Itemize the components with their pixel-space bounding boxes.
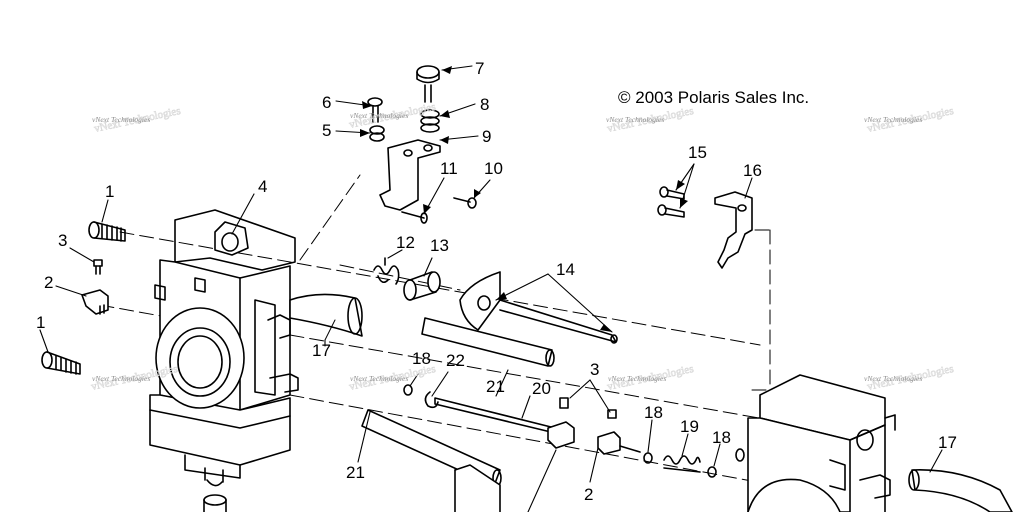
copyright-notice: © 2003 Polaris Sales Inc. — [618, 88, 809, 107]
callout-layer: 7 6 8 5 9 11 10 1 4 3 2 12 13 14 15 16 1… — [36, 59, 957, 504]
callout-6: 6 — [322, 93, 331, 112]
callout-12: 12 — [396, 233, 415, 252]
watermark-text: vNext Technologies — [606, 115, 664, 124]
left-carburetor — [149, 209, 299, 512]
watermark-text: vNext Technologies — [92, 115, 150, 124]
part-20-shaft — [434, 397, 556, 434]
part-1-upper-screw — [88, 221, 126, 242]
part-15-screws — [657, 186, 685, 218]
callout-18-b: 18 — [644, 403, 663, 422]
callout-4: 4 — [258, 177, 267, 196]
part-4-cap — [214, 221, 249, 256]
part-16-bracket — [714, 191, 753, 269]
callout-20: 20 — [532, 379, 551, 398]
callout-9: 9 — [482, 127, 491, 146]
part-18-washer-a — [403, 384, 413, 396]
watermark-text: vNext Technologies — [92, 374, 150, 383]
part-7-knob — [416, 65, 440, 103]
callout-21-upper: 21 — [486, 377, 505, 396]
part-center-linkage — [547, 397, 641, 455]
part-18-washer-c — [707, 466, 717, 478]
callout-17-right: 17 — [938, 433, 957, 452]
callout-11: 11 — [440, 159, 458, 178]
callout-5: 5 — [322, 121, 331, 140]
callout-19: 19 — [680, 417, 699, 436]
part-18-washer-b — [643, 452, 653, 464]
callout-10: 10 — [484, 159, 503, 178]
callout-14: 14 — [556, 260, 575, 279]
part-21-upper-rod — [421, 317, 555, 367]
part-3-left-screw — [93, 259, 103, 275]
callout-8: 8 — [480, 95, 489, 114]
callout-21-lower: 21 — [346, 463, 365, 482]
callout-13: 13 — [430, 236, 449, 255]
callout-7: 7 — [475, 59, 484, 78]
part-17-left-hose — [289, 293, 363, 341]
part-17-right-hose — [908, 469, 1013, 512]
callout-2-center: 2 — [584, 485, 593, 504]
part-8-spring — [420, 109, 440, 133]
part-12-spring — [373, 257, 400, 285]
part-6-screw — [367, 97, 383, 123]
callout-18-c: 18 — [712, 428, 731, 447]
callout-16: 16 — [743, 161, 762, 180]
part-19-spring — [663, 455, 701, 473]
part-10-screw — [453, 197, 477, 209]
part-9-bracket — [379, 139, 441, 211]
watermark-text: vNext Technologies — [350, 111, 408, 120]
watermark-text: vNext Technologies — [608, 374, 666, 383]
watermark-text: vNext Technologies — [864, 374, 922, 383]
part-2-left-clip — [81, 289, 109, 315]
part-13-sleeve — [403, 271, 441, 301]
callout-3-center: 3 — [590, 360, 599, 379]
part-14-throttle-cam — [459, 271, 618, 344]
right-carburetor — [735, 374, 896, 512]
callout-3-left: 3 — [58, 231, 67, 250]
callout-1-lower: 1 — [36, 313, 45, 332]
callout-1-upper: 1 — [105, 182, 114, 201]
callout-2-left: 2 — [44, 273, 53, 292]
watermark-text: vNext Technologies — [864, 115, 922, 124]
part-1-lower-screw — [41, 351, 81, 375]
part-11-screw — [401, 211, 428, 224]
callout-22: 22 — [446, 351, 465, 370]
part-22-clip — [424, 391, 439, 409]
callout-18-a: 18 — [412, 349, 431, 368]
callout-17-left: 17 — [312, 341, 331, 360]
part-5-spring — [369, 125, 385, 142]
watermark-text: vNext Technologies — [350, 374, 408, 383]
callout-15: 15 — [688, 143, 707, 162]
